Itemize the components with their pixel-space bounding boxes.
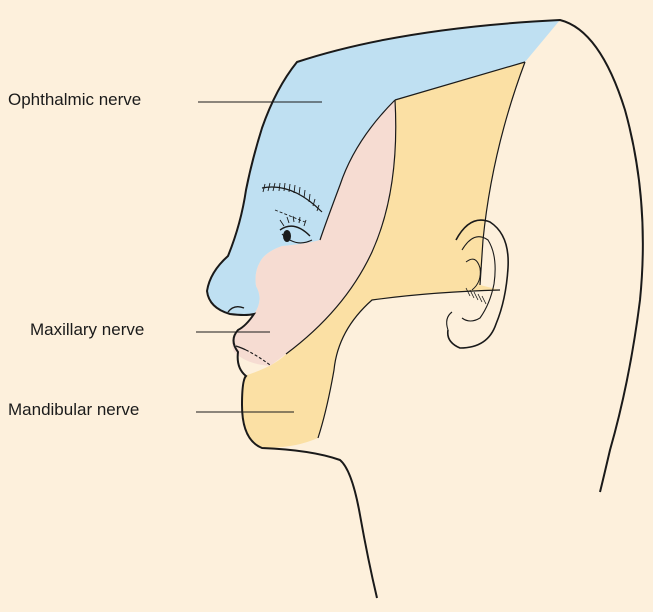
ear-lobe	[447, 312, 452, 330]
eye-iris	[283, 230, 291, 242]
ophthalmic-nerve-label: Ophthalmic nerve	[8, 90, 141, 110]
maxillary-nerve-label: Maxillary nerve	[30, 320, 144, 340]
mandibular-nerve-label: Mandibular nerve	[8, 400, 139, 420]
